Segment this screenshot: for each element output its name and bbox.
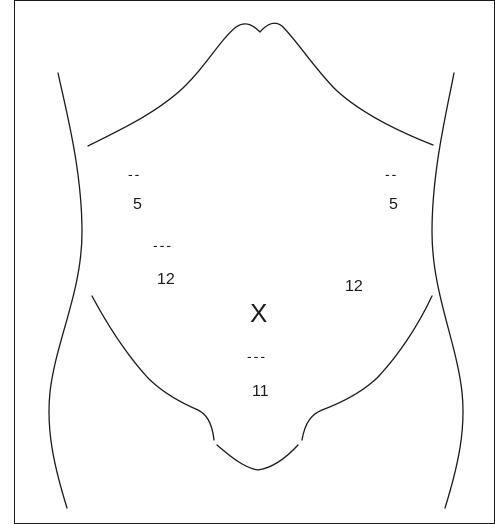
right-flank-outline xyxy=(432,73,463,508)
dash-mid-left: --- xyxy=(153,237,173,253)
value-upper-left: 5 xyxy=(133,196,142,213)
right-groin-outline xyxy=(302,296,432,440)
figure-frame xyxy=(15,1,495,524)
value-mid-right: 12 xyxy=(345,278,363,295)
value-lower-center: 11 xyxy=(252,383,269,400)
pubic-curve-outline xyxy=(217,445,298,470)
left-groin-outline xyxy=(92,296,214,440)
left-flank-outline xyxy=(49,73,82,508)
value-mid-left: 12 xyxy=(157,271,175,288)
dash-upper-left: -- xyxy=(128,166,141,182)
center-mark: X xyxy=(250,298,267,328)
rib-cage-outline xyxy=(88,23,433,146)
dash-upper-right: -- xyxy=(385,166,398,182)
dash-lower-center: --- xyxy=(247,348,267,364)
value-upper-right: 5 xyxy=(389,196,398,213)
